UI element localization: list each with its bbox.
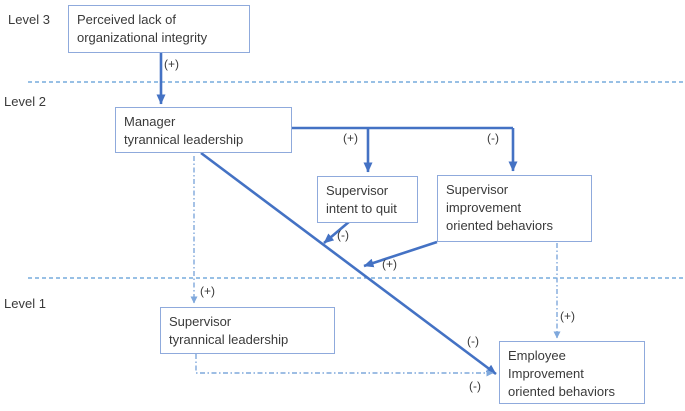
box-supervisor-improvement-oriented-behaviors: Supervisor improvement oriented behavior… <box>437 175 592 242</box>
edge-manager-to-employee-improvement <box>200 151 497 376</box>
box-line: Manager <box>124 114 176 129</box>
sign-supervisor-improvement-to-employee-improvement: (+) <box>560 309 575 323</box>
sign-manager-to-intent-quit: (+) <box>343 131 358 145</box>
box-employee-improvement-oriented-behaviors: Employee Improvement oriented behaviors <box>499 341 645 404</box>
box-line: Supervisor <box>446 182 509 197</box>
sign-intent-quit-moderation: (-) <box>337 228 349 242</box>
box-line: intent to quit <box>326 201 397 216</box>
box-line: Employee <box>508 348 566 363</box>
sign-supervisor-improvement-moderation: (+) <box>382 257 397 271</box>
sign-perceived-to-manager: (+) <box>164 57 179 71</box>
sign-manager-to-employee-improvement: (-) <box>467 334 479 348</box>
box-line: Supervisor <box>169 314 232 329</box>
box-manager-tyrannical-leadership: Manager tyrannical leadership <box>115 107 292 153</box>
box-perceived-lack-of-organizational-integrity: Perceived lack of organizational integri… <box>68 5 250 53</box>
level-2-label: Level 2 <box>4 94 46 109</box>
edge-intent-quit-moderation <box>323 220 351 244</box>
box-line: tyrannical leadership <box>169 332 289 347</box>
sign-manager-to-supervisor-tyrannical: (+) <box>200 284 215 298</box>
box-line: oriented behaviors <box>446 218 553 233</box>
box-line: Improvement <box>508 366 584 381</box>
box-line: organizational integrity <box>77 30 208 45</box>
box-line: oriented behaviors <box>508 384 615 399</box>
box-supervisor-tyrannical-leadership: Supervisor tyrannical leadership <box>160 307 335 354</box>
sign-manager-to-supervisor-improvement: (-) <box>487 131 499 145</box>
box-line: Perceived lack of <box>77 12 176 27</box>
edge-supervisor-tyrannical-to-employee-improvement <box>195 354 494 377</box>
box-line: Supervisor <box>326 183 389 198</box>
box-supervisor-intent-to-quit: Supervisor intent to quit <box>317 176 418 223</box>
box-line: improvement <box>446 200 522 215</box>
sign-supervisor-tyrannical-to-employee-improvement: (-) <box>469 379 481 393</box>
level-1-label: Level 1 <box>4 296 46 311</box>
level-3-label: Level 3 <box>8 12 50 27</box>
edge-supervisor-improvement-moderation <box>363 240 438 268</box>
box-line: tyrannical leadership <box>124 132 244 147</box>
